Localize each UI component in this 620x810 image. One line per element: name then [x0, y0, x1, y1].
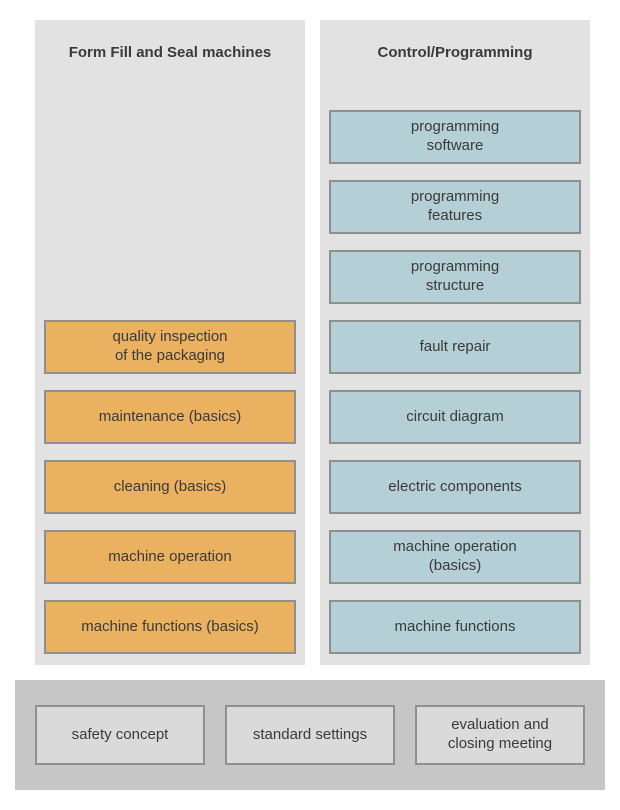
ffs-machines-panel: Form Fill and Seal machines quality insp…: [35, 20, 305, 665]
common-modules-bar: safety concept standard settings evaluat…: [15, 680, 605, 790]
module-machine-functions-basics: machine functions (basics): [44, 600, 296, 654]
control-programming-panel-title: Control/Programming: [377, 44, 533, 61]
module-cleaning-basics: cleaning (basics): [44, 460, 296, 514]
module-electric-components: electric components: [329, 460, 581, 514]
module-machine-functions: machine functions: [329, 600, 581, 654]
module-machine-operation-basics: machine operation (basics): [329, 530, 581, 584]
module-evaluation-closing-meeting: evaluation and closing meeting: [415, 705, 585, 765]
module-fault-repair: fault repair: [329, 320, 581, 374]
control-programming-panel: Control/Programming programming software…: [320, 20, 590, 665]
module-maintenance-basics: maintenance (basics): [44, 390, 296, 444]
module-standard-settings: standard settings: [225, 705, 395, 765]
control-programming-module-list: programming software programming feature…: [329, 110, 581, 654]
module-programming-structure: programming structure: [329, 250, 581, 304]
ffs-machines-module-list: quality inspection of the packaging main…: [44, 320, 296, 654]
module-programming-features: programming features: [329, 180, 581, 234]
module-circuit-diagram: circuit diagram: [329, 390, 581, 444]
module-programming-software: programming software: [329, 110, 581, 164]
module-machine-operation: machine operation: [44, 530, 296, 584]
module-safety-concept: safety concept: [35, 705, 205, 765]
ffs-machines-panel-title: Form Fill and Seal machines: [68, 44, 272, 61]
module-quality-inspection-of-packaging: quality inspection of the packaging: [44, 320, 296, 374]
